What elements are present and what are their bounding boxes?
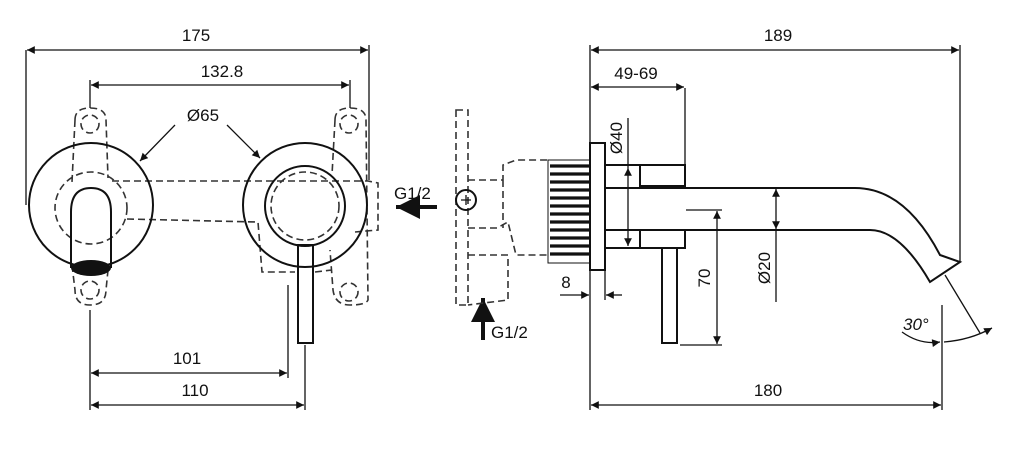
mixer-cartridge: [270, 171, 340, 241]
dim-lever-length: 70: [695, 269, 714, 288]
left-mount-lug: [71, 107, 109, 306]
dim-overall-projection: 189: [764, 26, 792, 45]
right-mount-lug: [329, 107, 369, 306]
mount-hole: [80, 280, 100, 300]
side-lever: [661, 247, 678, 344]
dim-outlet-angle: 30°: [903, 315, 929, 334]
spout-aerator: [71, 260, 111, 276]
dim-spout-diameter: Ø20: [755, 252, 774, 284]
rear-inlet-label: G1/2: [394, 184, 431, 203]
mount-hole: [80, 114, 100, 134]
dim-rosette-diameter: Ø65: [187, 106, 219, 125]
dim-flange-thickness: 8: [561, 273, 570, 292]
dim-overall-width: 175: [182, 26, 210, 45]
angle-leg: [944, 274, 981, 334]
mount-hole: [339, 114, 359, 134]
dim-flange-diameter: Ø40: [607, 122, 626, 154]
angle-arc: [943, 327, 993, 343]
flange: [589, 142, 606, 271]
mixer-rosette: [242, 142, 368, 268]
bottom-inlet-label: G1/2: [491, 323, 528, 342]
spout-rosette: [28, 142, 154, 268]
leader-arrow: [139, 124, 176, 162]
spout: [605, 187, 963, 284]
threaded-section: [547, 159, 591, 264]
body-sleeve: [605, 164, 686, 249]
mixer-lever: [297, 244, 314, 344]
dim-spout-to-lever-axis: 101: [173, 349, 201, 368]
cartridge-outline: [54, 171, 128, 245]
dim-spout-reach: 180: [754, 381, 782, 400]
mounting-plate: [455, 109, 469, 306]
inlet-markers: G1/2 G1/2: [394, 184, 528, 342]
front-view: 175 132.8 Ø65 101 110: [25, 26, 379, 410]
dim-mount-spacing: 132.8: [201, 62, 244, 81]
leader-arrow: [226, 124, 261, 159]
side-view: 189 49-69 Ø40 Ø20 70 8 180 30°: [455, 26, 993, 410]
spout-outlet: [70, 186, 112, 268]
dim-wall-depth-range: 49-69: [614, 64, 657, 83]
valve-body: [467, 159, 548, 306]
dim-spout-to-lever-end: 110: [181, 381, 208, 400]
hex-nut: [455, 189, 477, 211]
mixer-inner-ring: [264, 165, 346, 247]
mount-hole: [339, 282, 359, 302]
angle-arc: [901, 331, 941, 348]
